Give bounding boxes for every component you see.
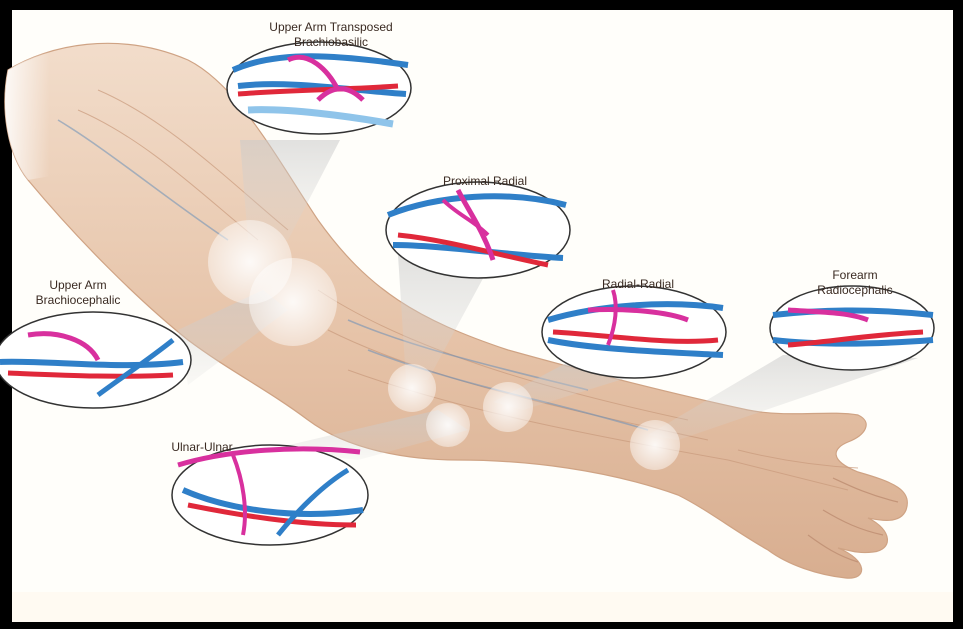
callout-ulnar-ulnar [172,445,368,545]
callout-upper-arm-transposed [227,42,411,134]
label-ulnar-ulnar: Ulnar-Ulnar [171,440,232,455]
label-upper-arm-brachiocephalic: Upper Arm Brachiocephalic [36,278,121,308]
label-forearm-radiocephalic: Forearm Radiocephalic [817,268,892,298]
label-radial-radial: Radial-Radial [602,277,674,292]
callout-forearm-radiocephalic [770,286,934,370]
spot-proximal-radial [388,364,436,412]
spot-ulnar-ulnar [426,403,470,447]
av-fistula-arm-diagram [0,0,951,619]
spot-forearm-radiocephalic [630,420,680,470]
callout-proximal-radial [386,182,570,278]
spot-upper-brachiocephalic [249,258,337,346]
callout-radial-radial [542,286,726,378]
callout-upper-arm-brachiocephalic [0,312,191,408]
spot-radial-radial [483,382,533,432]
label-proximal-radial: Proximal Radial [443,174,527,189]
label-upper-arm-transposed: Upper Arm Transposed Brachiobasilic [269,20,392,50]
